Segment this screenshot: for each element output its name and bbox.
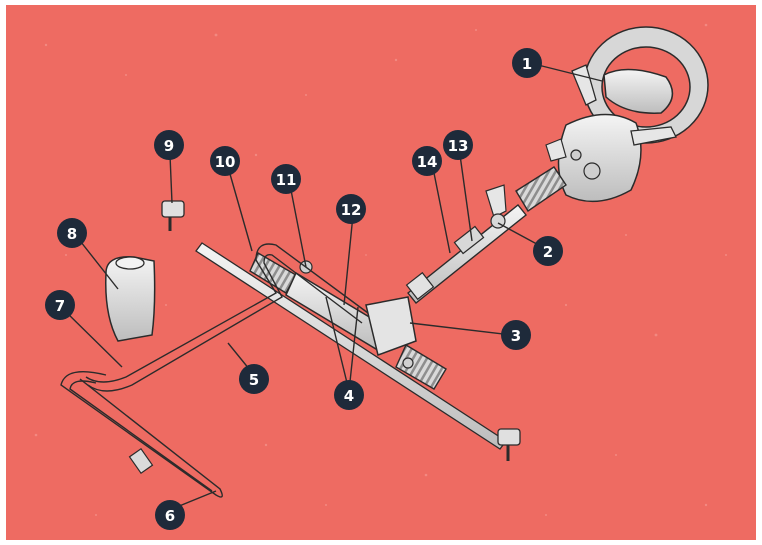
fluid-reservoir [106, 257, 155, 341]
callout-13: 13 [443, 130, 473, 160]
callout-12: 12 [336, 194, 366, 224]
callout-number: 6 [165, 507, 175, 525]
callout-2: 2 [533, 236, 563, 266]
callout-number: 10 [215, 153, 236, 171]
callout-number: 7 [55, 297, 65, 315]
callout-number: 3 [511, 327, 521, 345]
callout-10: 10 [210, 146, 240, 176]
callout-number: 13 [448, 137, 469, 155]
callout-number: 4 [344, 387, 354, 405]
callout-number: 5 [249, 371, 259, 389]
callout-3: 3 [501, 320, 531, 350]
callout-11: 11 [271, 164, 301, 194]
callout-number: 12 [341, 201, 362, 219]
callout-number: 11 [276, 171, 297, 189]
callout-8: 8 [57, 218, 87, 248]
callout-5: 5 [239, 364, 269, 394]
callout-14: 14 [412, 146, 442, 176]
callout-number: 2 [543, 243, 553, 261]
callout-number: 14 [417, 153, 438, 171]
callout-1: 1 [512, 48, 542, 78]
callout-number: 8 [67, 225, 77, 243]
callout-number: 1 [522, 55, 532, 73]
callout-4: 4 [334, 380, 364, 410]
callout-6: 6 [155, 500, 185, 530]
callout-number: 9 [164, 137, 174, 155]
callout-9: 9 [154, 130, 184, 160]
callout-7: 7 [45, 290, 75, 320]
